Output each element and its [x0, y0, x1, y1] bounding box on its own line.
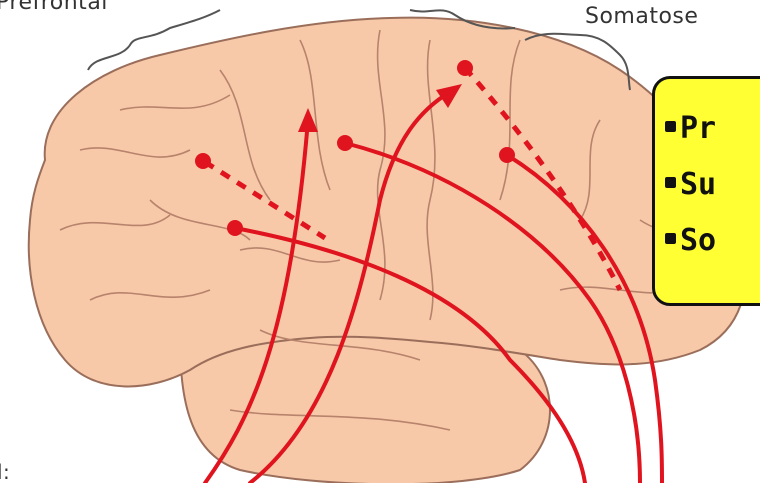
somatosensory-label: Somatose [585, 4, 698, 29]
legend-item-text: Pr [680, 111, 716, 146]
prefrontal-label: Prefrontal [0, 0, 108, 15]
dot-4 [457, 60, 473, 76]
legend-item: Su [665, 157, 760, 213]
legend-item: Pr [665, 101, 760, 157]
dot-5 [499, 147, 515, 163]
cerebrum [29, 18, 746, 387]
dot-1 [195, 153, 211, 169]
corner-label: l: [0, 460, 10, 484]
dot-2 [227, 220, 243, 236]
bullet-icon [665, 177, 676, 188]
bullet-icon [665, 121, 676, 132]
dot-3 [337, 135, 353, 151]
legend-item: So [665, 213, 760, 269]
bullet-icon [665, 233, 676, 244]
legend-box: Pr Su So [652, 76, 760, 306]
legend-item-text: Su [680, 167, 716, 202]
legend-item-text: So [680, 223, 716, 258]
